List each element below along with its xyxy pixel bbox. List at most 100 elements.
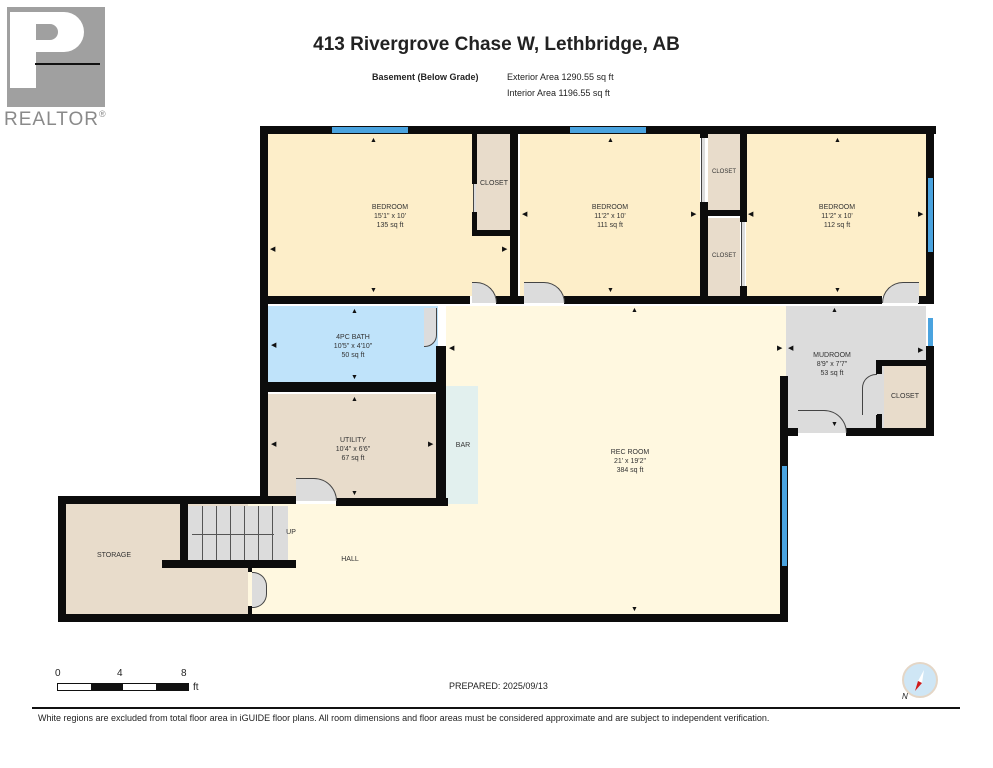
wall <box>260 126 268 504</box>
wall <box>260 382 446 392</box>
room-dimensions: 21' x 19'2" <box>613 458 646 465</box>
dimension-arrow: ▼ <box>351 374 358 381</box>
closet-1-label: CLOSET <box>479 180 509 187</box>
room-dimensions: 8'9" x 7'7" <box>816 361 848 368</box>
dimension-arrow: ▼ <box>607 287 614 294</box>
dimension-arrow: ▲ <box>370 137 377 144</box>
wall <box>180 504 188 562</box>
wall <box>336 498 448 506</box>
staircase[interactable] <box>188 506 288 562</box>
dimension-arrow: ▼ <box>831 421 838 428</box>
interior-area: Interior Area 1196.55 sq ft <box>507 88 610 98</box>
dimension-arrow: ▶ <box>918 347 924 354</box>
dimension-arrow: ▶ <box>777 345 783 352</box>
wall <box>700 202 708 302</box>
wall <box>876 360 882 374</box>
bedroom-3-label: BEDROOM 11'2" x 10' 112 sq ft <box>819 203 855 230</box>
scale-tick-4: 4 <box>117 668 123 679</box>
closet-slider[interactable] <box>473 184 476 212</box>
rec-room-label: REC ROOM 21' x 19'2" 384 sq ft <box>611 448 650 475</box>
wall <box>248 566 252 572</box>
room-dimensions: 10'4" x 6'6" <box>335 446 371 453</box>
room-area: 384 sq ft <box>616 467 644 474</box>
wall <box>918 296 934 304</box>
dimension-arrow: ▲ <box>834 137 841 144</box>
window <box>928 178 933 252</box>
bath-label: 4PC BATH 10'5" x 4'10" 50 sq ft <box>334 333 372 360</box>
wall <box>436 346 446 506</box>
closet-slider[interactable] <box>741 222 745 286</box>
room-dimensions: 10'5" x 4'10" <box>333 343 373 350</box>
closet-1[interactable] <box>476 134 510 230</box>
scale-unit: ft <box>193 682 199 693</box>
door[interactable] <box>862 374 877 415</box>
dimension-arrow: ▶ <box>918 211 924 218</box>
wall <box>58 496 66 622</box>
wall <box>58 614 788 622</box>
dimension-arrow: ▶ <box>691 211 697 218</box>
wall <box>700 210 740 216</box>
scale-tick-8: 8 <box>181 668 187 679</box>
rec-room[interactable] <box>446 306 786 614</box>
compass-icon <box>902 662 938 698</box>
hall-lower <box>250 566 450 614</box>
bedroom-3[interactable] <box>746 134 926 296</box>
room-area: 112 sq ft <box>823 222 851 229</box>
dimension-arrow: ▲ <box>831 307 838 314</box>
stairs-up-label: UP <box>286 529 296 536</box>
closet-4[interactable] <box>884 366 926 428</box>
logo-line <box>35 63 100 65</box>
room-name: BEDROOM <box>371 204 409 211</box>
wall <box>472 230 512 236</box>
disclaimer: White regions are excluded from total fl… <box>38 713 770 723</box>
wall <box>260 296 470 304</box>
window <box>570 127 646 133</box>
bedroom-1[interactable] <box>268 134 474 296</box>
dimension-arrow: ▲ <box>351 396 358 403</box>
room-area: 53 sq ft <box>820 370 844 377</box>
realtor-text: REALTOR <box>4 109 99 130</box>
dimension-arrow: ◀ <box>522 211 528 218</box>
exterior-area: Exterior Area 1290.55 sq ft <box>507 72 614 82</box>
dimension-arrow: ▼ <box>631 606 638 613</box>
door[interactable] <box>424 308 437 347</box>
closet-4-label: CLOSET <box>890 393 920 400</box>
realtor-wordmark: REALTOR® <box>4 109 107 131</box>
window <box>782 466 787 566</box>
bar-area[interactable] <box>446 386 478 504</box>
closet-2-label: CLOSET <box>711 169 737 175</box>
compass-north-label: N <box>902 692 908 701</box>
wall <box>510 126 518 302</box>
wall <box>846 428 934 436</box>
wall <box>786 428 798 436</box>
dimension-arrow: ◀ <box>748 211 754 218</box>
room-area: 67 sq ft <box>341 455 365 462</box>
dimension-arrow: ▶ <box>502 246 508 253</box>
room-name: UTILITY <box>339 437 367 444</box>
room-name: BEDROOM <box>818 204 856 211</box>
closet-slider[interactable] <box>701 138 705 202</box>
wall <box>700 126 708 138</box>
dimension-arrow: ▲ <box>631 307 638 314</box>
page-title: 413 Rivergrove Chase W, Lethbridge, AB <box>313 34 680 55</box>
storage-label: STORAGE <box>96 552 132 559</box>
bath-room[interactable] <box>268 306 438 382</box>
wall <box>926 346 934 436</box>
scale-tick-0: 0 <box>55 668 61 679</box>
window <box>928 318 933 346</box>
dimension-arrow: ▶ <box>428 441 434 448</box>
dimension-arrow: ▼ <box>351 490 358 497</box>
room-area: 135 sq ft <box>376 222 404 229</box>
wall <box>876 414 882 434</box>
closet-3[interactable] <box>708 218 740 296</box>
room-dimensions: 11'2" x 10' <box>821 213 853 220</box>
stair-direction-arrow <box>192 534 274 535</box>
closet-2[interactable] <box>708 134 740 210</box>
wall <box>58 496 296 504</box>
wall <box>740 286 747 302</box>
prepared-date: PREPARED: 2025/09/13 <box>449 681 548 691</box>
footer-divider <box>32 707 960 709</box>
bedroom-2[interactable] <box>520 134 700 296</box>
dimension-arrow: ◀ <box>449 345 455 352</box>
